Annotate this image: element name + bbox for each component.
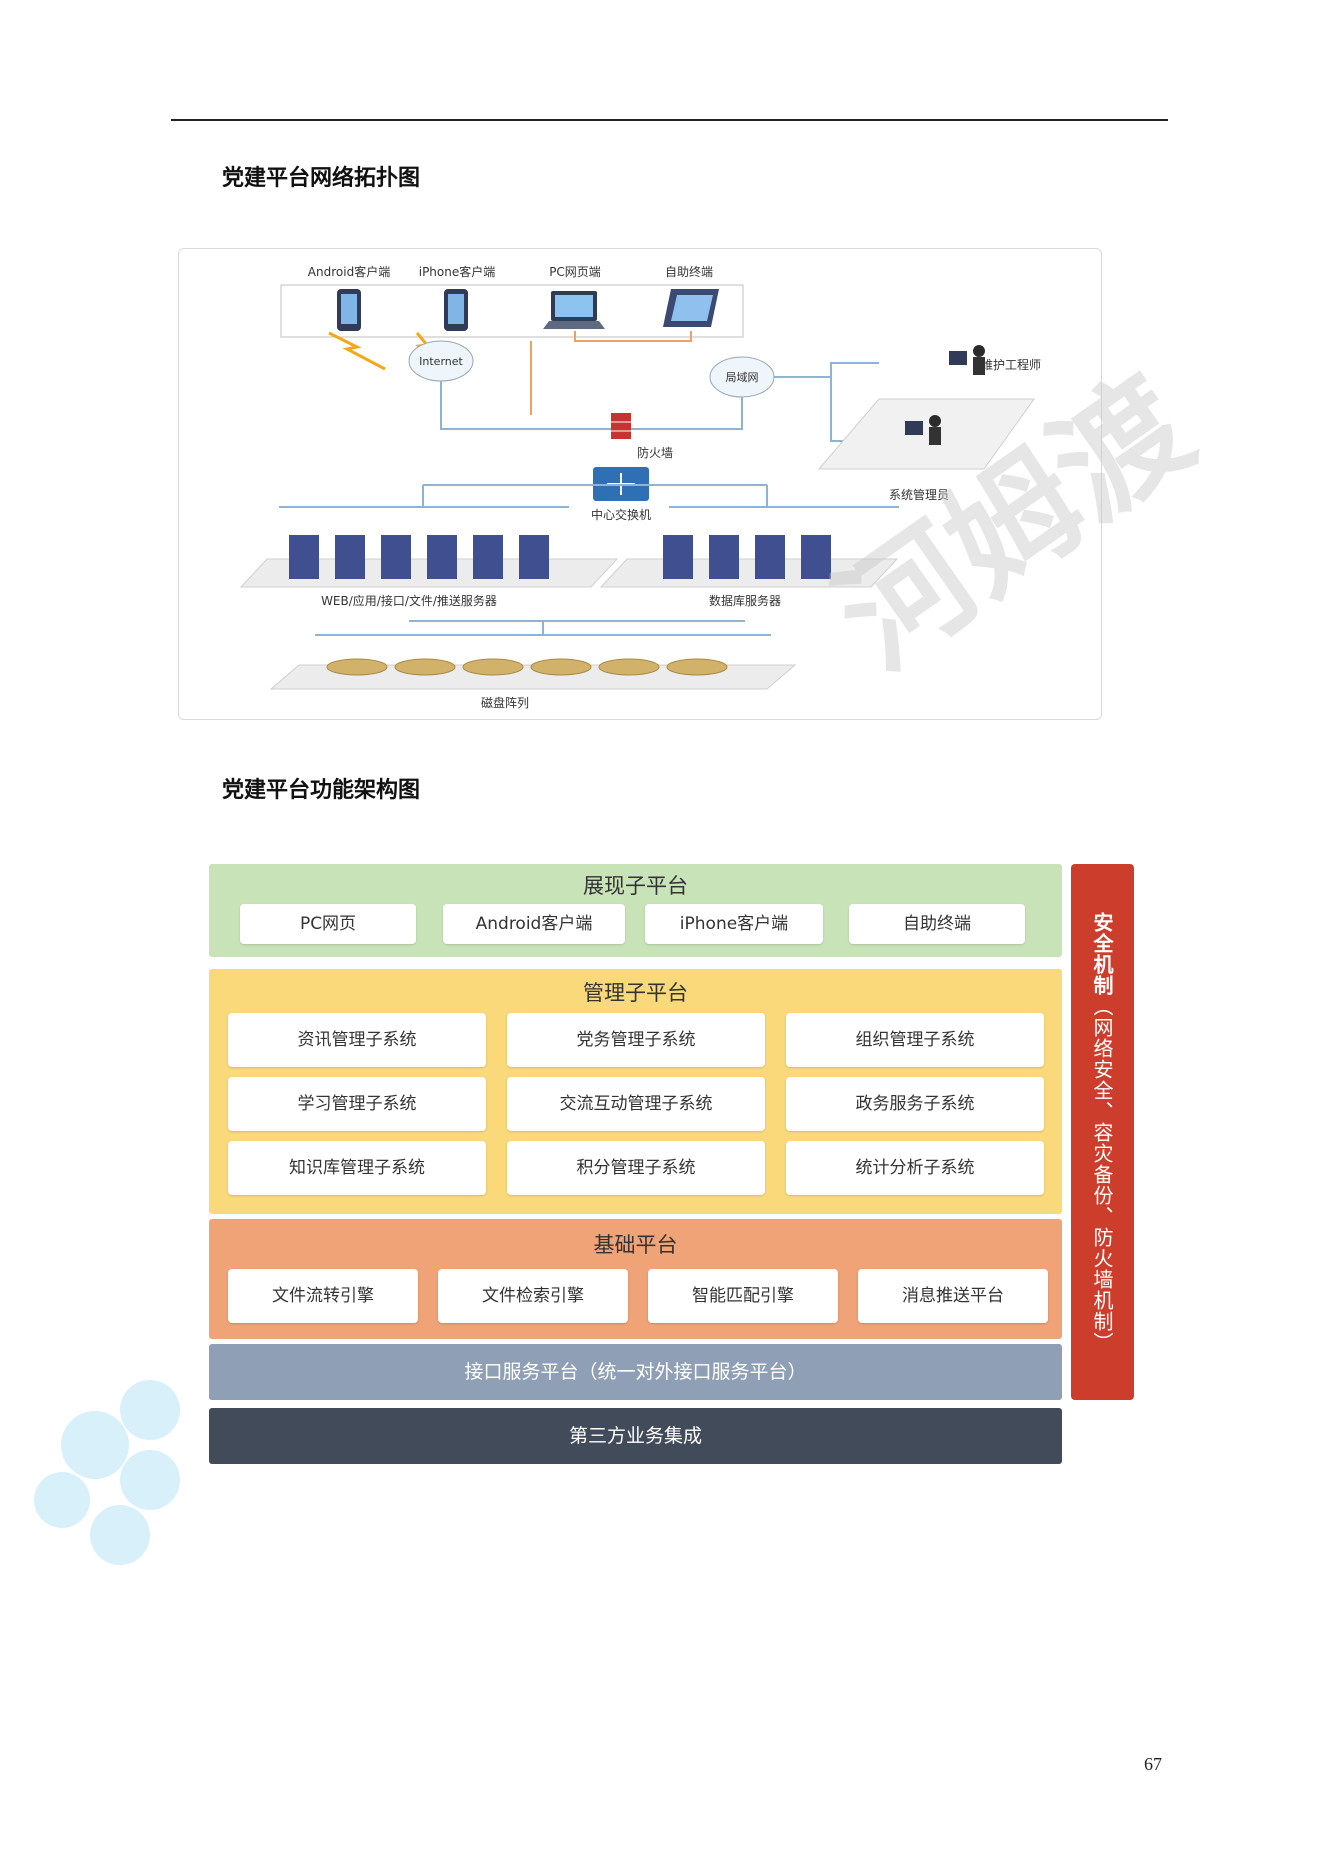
android-phone-icon <box>337 289 361 331</box>
management-title: 管理子平台 <box>583 981 688 1005</box>
network-link <box>440 381 619 430</box>
lan-label: 局域网 <box>726 371 759 384</box>
lan-cloud-icon: 局域网 <box>709 356 775 398</box>
topology-svg: Android客户端 iPhone客户端 PC网页端 自助终端 <box>239 264 1041 710</box>
security-title: 安全机制 <box>1090 911 1114 996</box>
presentation-item-android: Android客户端 <box>443 904 625 944</box>
client-label-kiosk: 自助终端 <box>665 264 713 279</box>
management-item: 交流互动管理子系统 <box>507 1077 765 1131</box>
db-servers-label: 数据库服务器 <box>709 593 781 608</box>
web-server-icon <box>289 535 549 579</box>
web-servers-label: WEB/应用/接口/文件/推送服务器 <box>321 593 497 608</box>
management-layer: 管理子平台 资讯管理子系统 党务管理子系统 组织管理子系统 学习管理子系统 交流… <box>209 969 1062 1214</box>
base-item: 消息推送平台 <box>858 1269 1048 1323</box>
presentation-title: 展现子平台 <box>583 874 688 898</box>
client-link <box>574 331 692 342</box>
core-switch-label: 中心交换机 <box>591 507 651 522</box>
disk-icon <box>326 658 728 676</box>
internet-label: Internet <box>419 355 463 368</box>
network-link <box>830 362 879 387</box>
third-party-integration: 第三方业务集成 <box>209 1408 1062 1464</box>
client-label-android: Android客户端 <box>308 264 390 279</box>
page-number: 67 <box>1144 1754 1162 1774</box>
management-item: 统计分析子系统 <box>786 1141 1044 1195</box>
base-title: 基础平台 <box>593 1233 678 1257</box>
watermark-flower-icon <box>34 1380 180 1565</box>
client-frame <box>280 284 744 338</box>
base-layer: 基础平台 文件流转引擎 文件检索引擎 智能匹配引擎 消息推送平台 <box>209 1219 1062 1339</box>
presentation-item-kiosk: 自助终端 <box>849 904 1025 944</box>
management-item: 资讯管理子系统 <box>228 1013 486 1067</box>
maintainer-label: 维护工程师 <box>981 357 1041 372</box>
db-server-platform <box>599 558 899 588</box>
security-mechanism: 安全机制（网络安全、容灾备份、防火墙机制） <box>1071 864 1134 1400</box>
admin-label: 系统管理员 <box>889 487 949 502</box>
db-server-icon <box>663 535 831 579</box>
interface-service-platform: 接口服务平台（统一对外接口服务平台） <box>209 1344 1062 1400</box>
wireless-bolt-icon <box>328 331 386 371</box>
firewall-icon <box>611 413 631 439</box>
topology-heading: 党建平台网络拓扑图 <box>222 166 421 191</box>
iphone-icon <box>444 289 468 331</box>
function-architecture-diagram: 展现子平台 PC网页 Android客户端 iPhone客户端 自助终端 管理子… <box>209 864 1135 1464</box>
presentation-item-pc: PC网页 <box>240 904 416 944</box>
maintainer-person-icon <box>949 345 985 375</box>
base-item: 文件检索引擎 <box>438 1269 628 1323</box>
base-item: 智能匹配引擎 <box>648 1269 838 1323</box>
laptop-icon <box>543 291 605 329</box>
management-item: 政务服务子系统 <box>786 1077 1044 1131</box>
presentation-item-iphone: iPhone客户端 <box>645 904 823 944</box>
staff-platform <box>817 398 1035 470</box>
base-item: 文件流转引擎 <box>228 1269 418 1323</box>
network-link <box>619 397 743 430</box>
architecture-heading: 党建平台功能架构图 <box>222 778 421 803</box>
management-item: 积分管理子系统 <box>507 1141 765 1195</box>
disk-array-label: 磁盘阵列 <box>481 695 529 710</box>
management-item: 党务管理子系统 <box>507 1013 765 1067</box>
client-label-iphone: iPhone客户端 <box>419 264 496 279</box>
network-topology-diagram: Android客户端 iPhone客户端 PC网页端 自助终端 <box>178 248 1102 720</box>
kiosk-terminal-icon <box>663 289 719 327</box>
client-label-pc: PC网页端 <box>549 265 601 279</box>
internet-cloud-icon: Internet <box>408 340 474 382</box>
presentation-layer: 展现子平台 PC网页 Android客户端 iPhone客户端 自助终端 <box>209 864 1062 957</box>
firewall-label: 防火墙 <box>637 445 673 460</box>
admin-person-icon <box>905 415 941 445</box>
header-rule <box>171 119 1168 121</box>
management-item: 学习管理子系统 <box>228 1077 486 1131</box>
management-item: 知识库管理子系统 <box>228 1141 486 1195</box>
management-item: 组织管理子系统 <box>786 1013 1044 1067</box>
security-subtitle: （网络安全、容灾备份、防火墙机制） <box>1090 995 1114 1353</box>
